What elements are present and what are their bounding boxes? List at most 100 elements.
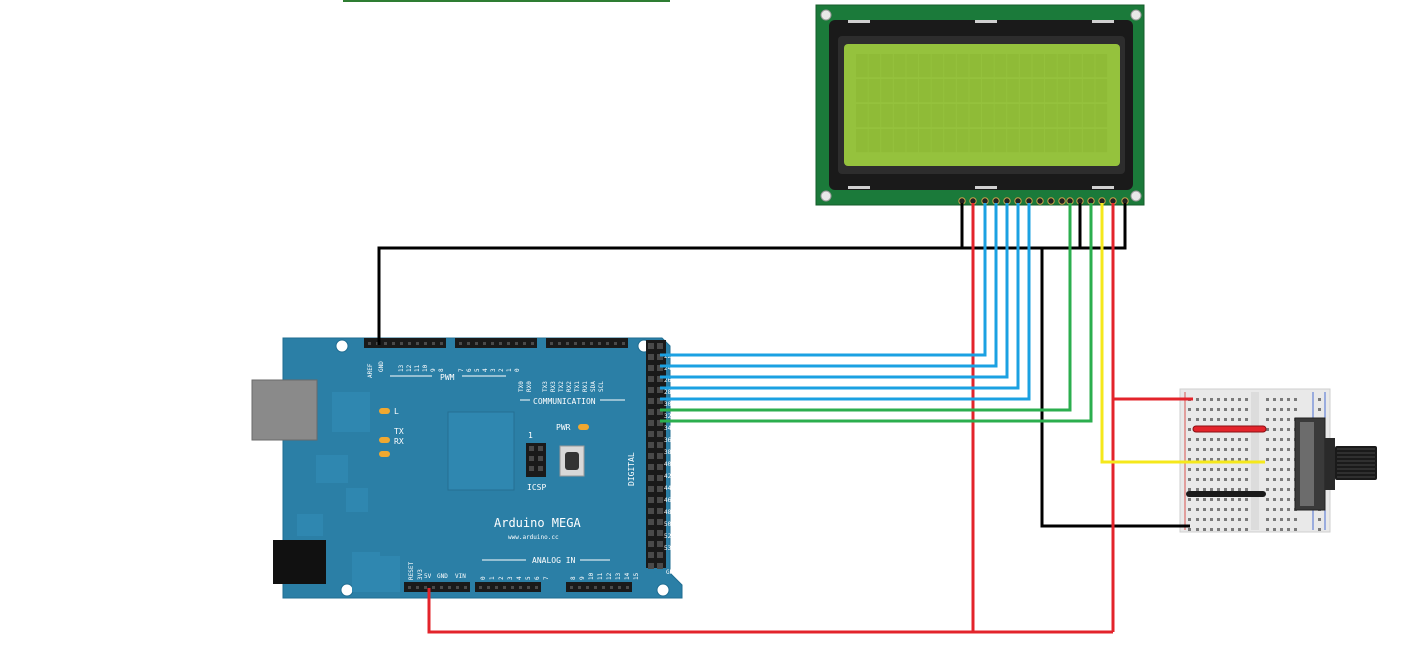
header-pin	[657, 365, 663, 371]
lcd-char-cell	[881, 54, 893, 78]
breadboard-hole	[1231, 438, 1234, 441]
breadboard-rail-hole	[1188, 438, 1191, 441]
header-pin	[657, 398, 663, 404]
header-pin	[578, 586, 581, 589]
pin-label: 15	[633, 572, 640, 580]
header-pin	[657, 541, 663, 547]
header-pin	[648, 442, 654, 448]
lcd-char-cell	[956, 54, 969, 78]
lcd-char-cell	[1045, 129, 1057, 153]
breadboard-hole	[1210, 408, 1213, 411]
pin-label: 5	[525, 576, 532, 580]
lcd-char-cell	[868, 79, 881, 103]
label-digital: DIGITAL	[627, 452, 636, 486]
breadboard-hole	[1217, 458, 1220, 461]
header-pin	[503, 586, 506, 589]
pin-label: 1	[506, 368, 513, 372]
label-5v: 5V	[424, 573, 432, 580]
icsp-pin	[529, 446, 534, 451]
lcd-char-cell	[969, 104, 982, 128]
breadboard-hole	[1203, 518, 1206, 521]
breadboard-hole	[1245, 498, 1248, 501]
lcd-char-cell	[1082, 79, 1095, 103]
pot-shaft-base	[1325, 438, 1335, 490]
breadboard-hole	[1287, 518, 1290, 521]
lcd-pad	[1092, 20, 1114, 23]
pin-label: 28	[664, 389, 672, 396]
breadboard-hole	[1203, 488, 1206, 491]
breadboard-hole	[1280, 528, 1283, 531]
pin-label: 44	[664, 485, 672, 492]
led-l	[379, 408, 390, 414]
lcd-char-cell	[931, 54, 944, 78]
header-pin	[594, 586, 597, 589]
pin-label: 5	[474, 368, 481, 372]
wire-5v-power	[427, 588, 1113, 634]
pin-label: 26	[664, 377, 672, 384]
pin-label: 9	[430, 368, 437, 372]
header-pin	[648, 376, 654, 382]
label-led-tx: TX	[394, 427, 404, 436]
lcd-pad	[848, 20, 870, 23]
lcd-pad	[975, 20, 997, 23]
breadboard-hole	[1266, 438, 1269, 441]
header-pin	[657, 420, 663, 426]
wire-data-d7	[660, 203, 987, 357]
header-pin	[432, 586, 435, 589]
lcd-char-cell	[956, 104, 969, 128]
header-pin	[602, 586, 605, 589]
breadboard-hole	[1231, 488, 1234, 491]
breadboard-hole	[1196, 458, 1199, 461]
header-pin	[648, 497, 654, 503]
header-pin	[648, 552, 654, 558]
lcd-char-cell	[1057, 79, 1070, 103]
header-pin	[408, 342, 411, 345]
breadboard-hole	[1266, 448, 1269, 451]
breadboard-hole	[1273, 518, 1276, 521]
breadboard-hole	[1245, 408, 1248, 411]
breadboard-hole	[1196, 398, 1199, 401]
breadboard-hole	[1210, 488, 1213, 491]
lcd-char-cell	[906, 104, 919, 128]
breadboard-rail-hole	[1188, 428, 1191, 431]
breadboard-hole	[1217, 518, 1220, 521]
header-pin	[657, 497, 663, 503]
icsp-pin	[538, 446, 543, 451]
lcd-char-cell	[931, 129, 944, 153]
header-pin	[519, 586, 522, 589]
header-pin	[495, 586, 498, 589]
breadboard-hole	[1231, 498, 1234, 501]
pin-label: 4	[482, 368, 489, 372]
icsp-pin	[538, 456, 543, 461]
usb-connector	[251, 379, 318, 441]
header-pin	[648, 530, 654, 536]
pin-label: 11	[597, 572, 604, 580]
breadboard-hole	[1294, 408, 1297, 411]
breadboard-hole	[1210, 468, 1213, 471]
breadboard-hole	[1266, 488, 1269, 491]
breadboard-hole	[1217, 408, 1220, 411]
pin-label: 24	[664, 365, 672, 372]
pin-label: 13	[615, 572, 622, 580]
wire-data-d4	[660, 203, 1020, 390]
breadboard-hole	[1245, 528, 1248, 531]
lcd-char-cell	[944, 129, 956, 153]
board-mount-hole	[340, 583, 354, 597]
lcd-pin	[1036, 197, 1044, 205]
breadboard-hole	[1210, 498, 1213, 501]
breadboard-hole	[1287, 498, 1290, 501]
header-pin	[657, 464, 663, 470]
lcd-char-cell	[919, 104, 931, 128]
label-gnd-power: GND	[437, 573, 448, 580]
breadboard-hole	[1280, 398, 1283, 401]
pin-label: 6	[534, 576, 541, 580]
header-pin	[657, 475, 663, 481]
header-pin	[648, 508, 654, 514]
wire-gnd-arduino-lcd	[377, 203, 1127, 345]
board-component	[380, 556, 400, 592]
pin-label: RX0	[526, 381, 533, 392]
header-pin	[657, 519, 663, 525]
breadboard-hole	[1238, 418, 1241, 421]
header-pin	[408, 586, 411, 589]
breadboard-hole	[1280, 428, 1283, 431]
